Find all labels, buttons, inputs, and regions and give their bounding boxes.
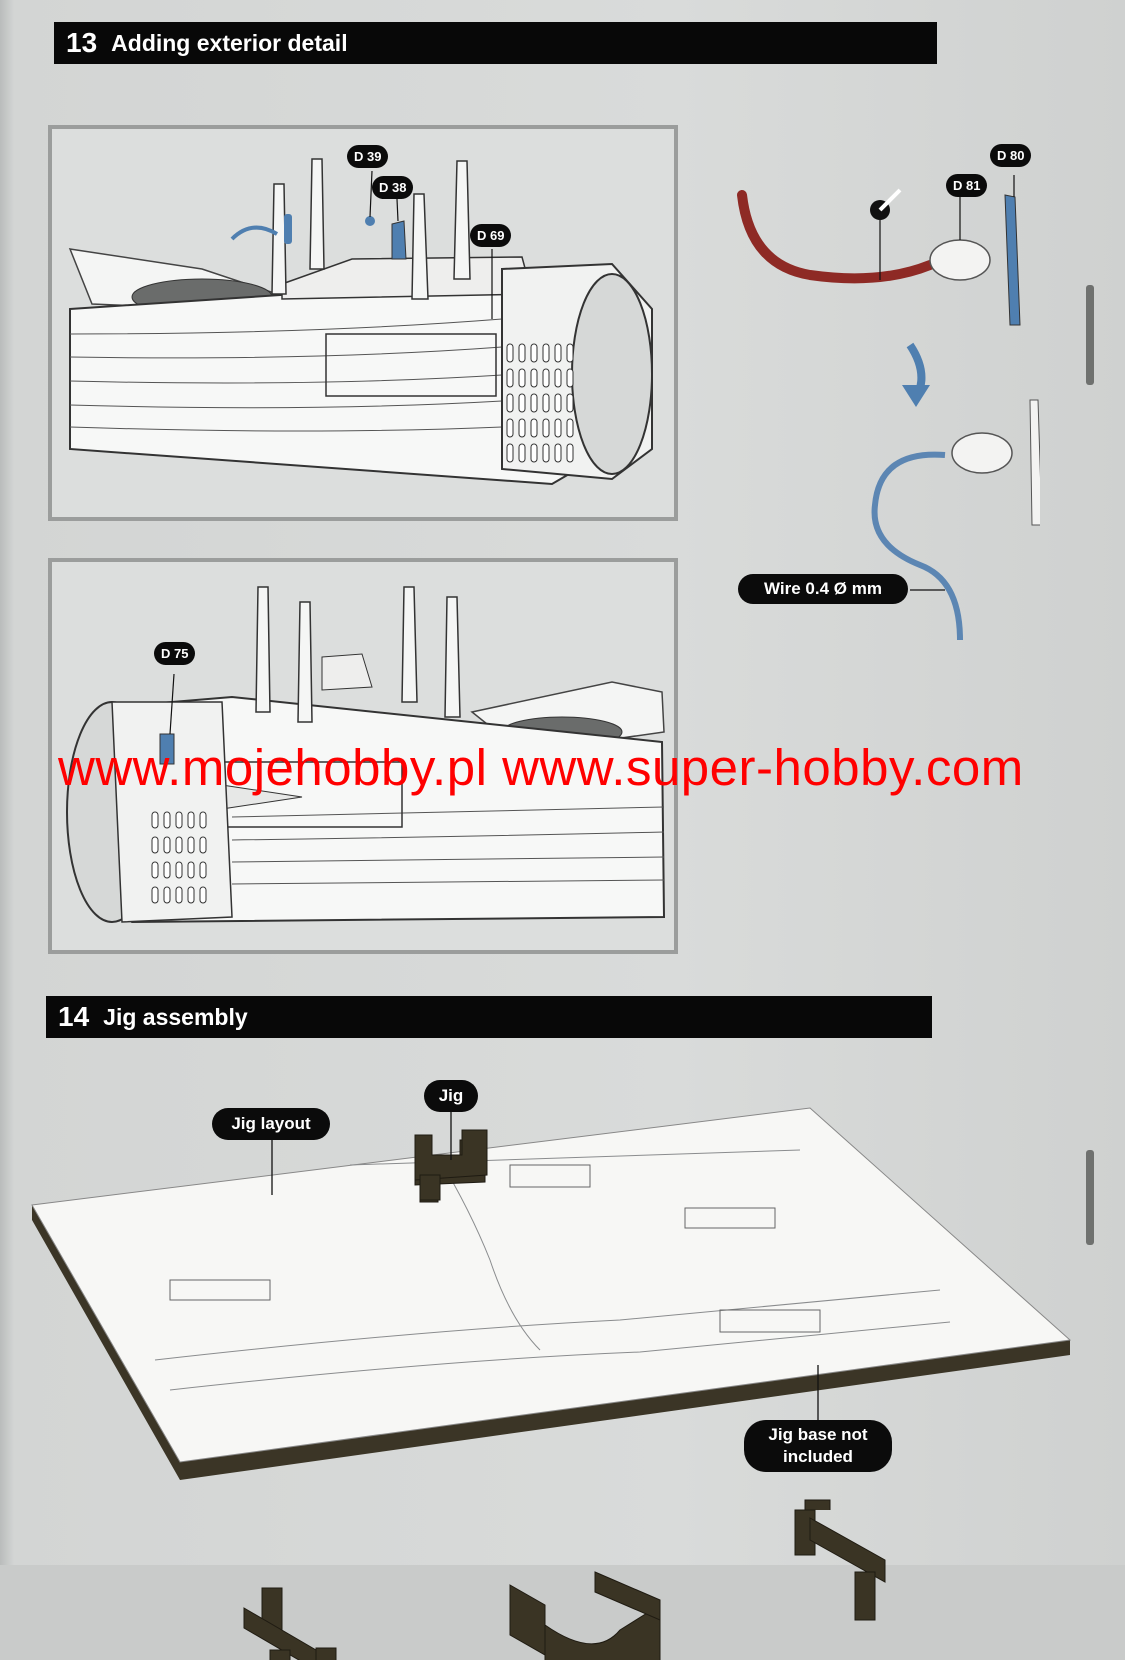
callout-d75: D 75 <box>154 642 196 665</box>
jig-base-label: Jig base not included <box>744 1420 892 1472</box>
jig-pieces <box>243 1129 886 1660</box>
callout-d69: D 69 <box>470 224 512 247</box>
staple-top <box>1086 285 1094 385</box>
step13-header: 13 Adding exterior detail <box>54 22 937 64</box>
fuselage-right-drawing <box>68 158 653 486</box>
jig-label: Jig <box>424 1080 478 1112</box>
fuselage-left-panel <box>48 558 678 954</box>
callout-d80: D 80 <box>990 144 1032 167</box>
step13-title: Adding exterior detail <box>111 29 348 56</box>
step14-title: Jig assembly <box>103 1003 248 1030</box>
callout-d39: D 39 <box>347 145 389 168</box>
antenna-insulator-drawing <box>737 175 1040 641</box>
step13-number: 13 <box>66 27 98 58</box>
fuselage-left-drawing <box>66 586 666 924</box>
step14-number: 14 <box>58 1001 90 1032</box>
staple-bottom <box>1086 1150 1094 1245</box>
wire-label: Wire 0.4 Ø mm <box>738 574 908 604</box>
step14-header: 14 Jig assembly <box>46 996 932 1038</box>
jig-layout-label: Jig layout <box>212 1108 330 1140</box>
callout-d38: D 38 <box>372 176 414 199</box>
callout-d81: D 81 <box>946 174 988 197</box>
watermark: www.mojehobby.pl www.super-hobby.com <box>58 739 1024 796</box>
fuselage-right-panel <box>48 125 678 521</box>
